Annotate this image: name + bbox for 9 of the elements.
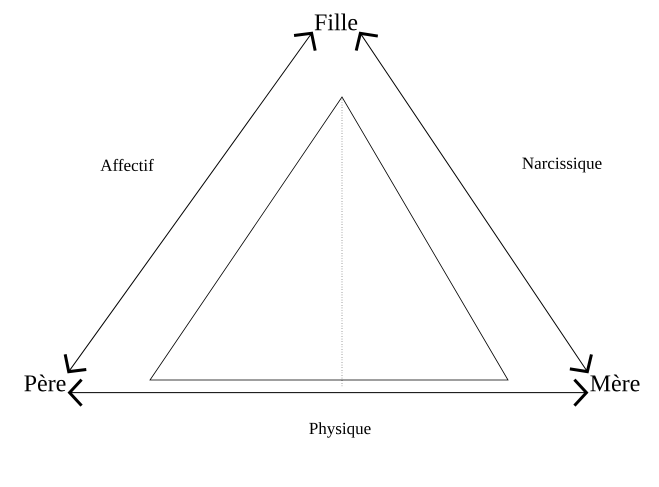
double-arrow bbox=[354, 32, 593, 374]
node-label: Fille bbox=[314, 14, 358, 30]
double-arrow bbox=[68, 378, 588, 407]
node-label: Père bbox=[24, 374, 66, 392]
edge-label: Physique bbox=[308, 421, 372, 439]
edge-label: Narcissique bbox=[520, 156, 604, 174]
edge-label: Affectif bbox=[99, 158, 155, 172]
double-arrow bbox=[64, 32, 317, 374]
node-label: Mère bbox=[590, 374, 640, 392]
